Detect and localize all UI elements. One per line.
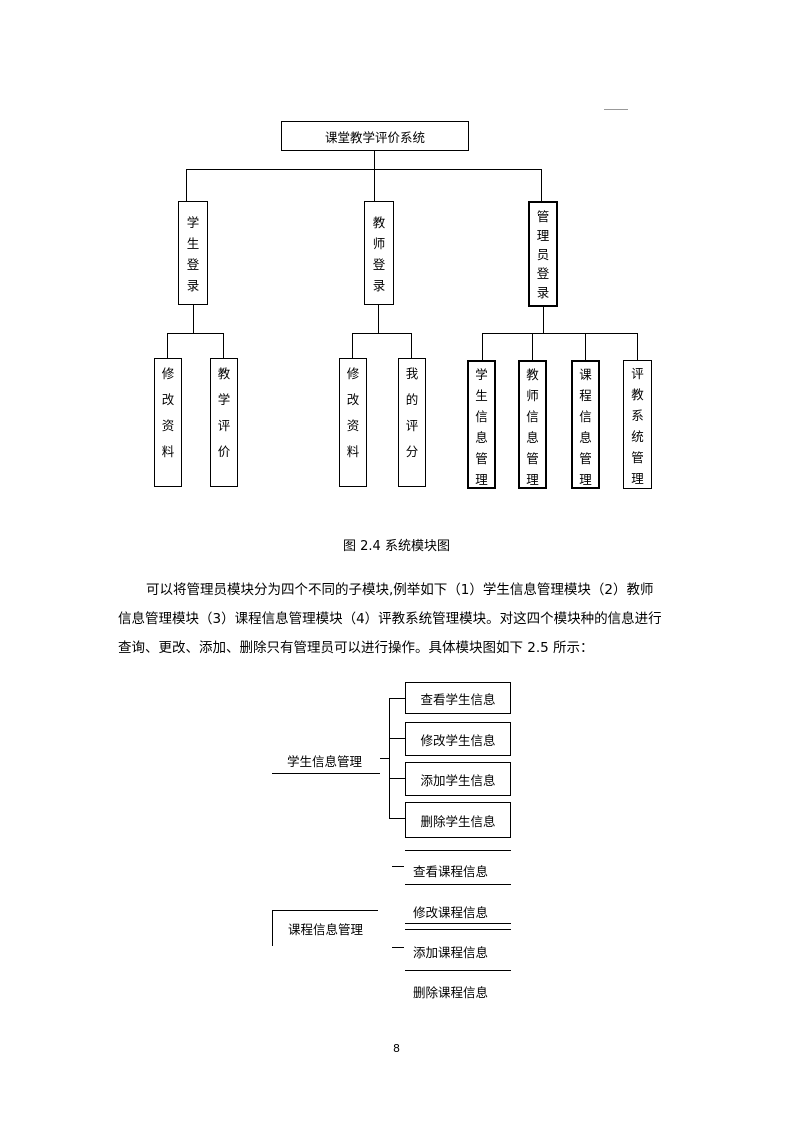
student-add-box: 添加学生信息 xyxy=(405,762,511,796)
course-delete-label: 删除课程信息 xyxy=(413,985,489,1000)
node-label: 课程信息管理 xyxy=(579,367,592,487)
node-admin-login: 管理员登录 xyxy=(528,201,558,307)
paragraph-line: 信息管理模块（3）课程信息管理模块（4）评教系统管理模块。对这四个模块种的信息进… xyxy=(118,611,662,627)
connector xyxy=(392,947,404,949)
course-edit-label: 修改课程信息 xyxy=(413,905,489,920)
connector xyxy=(482,333,638,335)
node-label: 教学评价 xyxy=(217,366,231,459)
node-label: 评教系统管理 xyxy=(631,366,644,486)
connector xyxy=(389,698,391,818)
student-view-label: 查看学生信息 xyxy=(420,691,496,707)
underline xyxy=(405,923,511,925)
root-node-box: 课堂教学评价系统 xyxy=(281,121,469,151)
underline xyxy=(405,884,511,886)
paragraph-line: 查询、更改、添加、删除只有管理员可以进行操作。具体模块图如下 2.5 所示： xyxy=(118,640,594,656)
course-info-mgmt-box: 课程信息管理 xyxy=(272,910,378,946)
course-add-label: 添加课程信息 xyxy=(413,945,489,960)
connector xyxy=(352,333,354,358)
student-edit-box: 修改学生信息 xyxy=(405,722,511,756)
connector xyxy=(543,307,545,334)
node-teacher-edit-profile: 修改资料 xyxy=(339,358,367,487)
node-label: 学生信息管理 xyxy=(475,367,488,487)
student-view-box: 查看学生信息 xyxy=(405,682,511,714)
node-student-login: 学生登录 xyxy=(178,201,208,305)
node-teacher-login-label: 教师登录 xyxy=(372,215,386,293)
node-student-login-label: 学生登录 xyxy=(186,215,200,293)
connector xyxy=(186,169,542,171)
body-paragraph: 可以将管理员模块分为四个不同的子模块,例举如下（1）学生信息管理模块（2）教师 … xyxy=(118,576,678,663)
connector xyxy=(389,778,405,780)
connector xyxy=(389,698,405,700)
connector xyxy=(193,305,195,333)
connector xyxy=(374,151,376,170)
connector xyxy=(389,738,405,740)
node-admin-course-info: 课程信息管理 xyxy=(571,360,600,489)
node-admin-student-info: 学生信息管理 xyxy=(467,360,496,489)
node-label: 修改资料 xyxy=(161,366,175,459)
student-add-label: 添加学生信息 xyxy=(420,772,496,788)
underline xyxy=(405,970,511,972)
connector xyxy=(167,333,169,358)
connector xyxy=(380,758,389,760)
divider-line xyxy=(405,850,511,852)
connector xyxy=(532,333,534,360)
student-edit-label: 修改学生信息 xyxy=(420,732,496,748)
node-student-evaluate: 教学评价 xyxy=(210,358,238,487)
connector xyxy=(389,818,405,820)
page-number: 8 xyxy=(393,1042,400,1055)
connector xyxy=(482,333,484,360)
figure-caption: 图 2.4 系统模块图 xyxy=(343,539,450,554)
course-view-label: 查看课程信息 xyxy=(413,864,489,879)
node-teacher-my-score: 我的评分 xyxy=(398,358,426,487)
student-info-mgmt-label: 学生信息管理 xyxy=(287,754,363,769)
node-label: 我的评分 xyxy=(405,366,419,459)
connector xyxy=(541,169,543,201)
connector xyxy=(374,169,376,201)
faint-mark xyxy=(604,109,628,110)
connector xyxy=(186,169,188,201)
connector xyxy=(352,333,412,335)
connector xyxy=(411,333,413,358)
connector xyxy=(272,773,380,775)
student-delete-label: 删除学生信息 xyxy=(420,813,496,829)
node-label: 修改资料 xyxy=(346,366,360,459)
connector xyxy=(223,333,225,358)
course-info-mgmt-label: 课程信息管理 xyxy=(287,922,363,937)
node-teacher-login: 教师登录 xyxy=(364,201,394,305)
node-admin-eval-system: 评教系统管理 xyxy=(623,360,652,489)
node-label: 教师信息管理 xyxy=(526,367,539,487)
connector xyxy=(392,866,404,868)
connector xyxy=(585,333,587,360)
student-delete-box: 删除学生信息 xyxy=(405,802,511,838)
paragraph-line: 可以将管理员模块分为四个不同的子模块,例举如下（1）学生信息管理模块（2）教师 xyxy=(146,582,654,598)
underline xyxy=(405,929,511,931)
connector xyxy=(167,333,224,335)
root-node-label: 课堂教学评价系统 xyxy=(324,129,425,145)
node-student-edit-profile: 修改资料 xyxy=(154,358,182,487)
node-admin-login-label: 管理员登录 xyxy=(536,209,550,300)
connector xyxy=(378,305,380,333)
connector xyxy=(637,333,639,360)
node-admin-teacher-info: 教师信息管理 xyxy=(518,360,547,489)
